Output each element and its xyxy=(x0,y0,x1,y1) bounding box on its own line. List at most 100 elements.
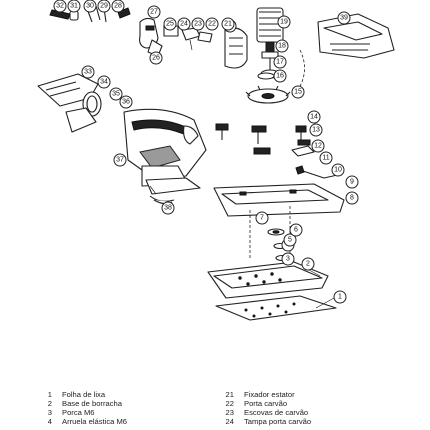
svg-text:36: 36 xyxy=(122,99,130,106)
callout-35: 35 xyxy=(109,87,123,101)
callout-21: 21 xyxy=(221,17,235,31)
svg-text:35: 35 xyxy=(112,91,120,98)
callout-22: 22 xyxy=(205,17,219,31)
legend-text: Porca M6 xyxy=(62,408,95,417)
legend-item: 22 Porta carvão xyxy=(220,399,311,408)
svg-text:21: 21 xyxy=(224,21,232,28)
svg-text:5: 5 xyxy=(288,237,292,244)
legend-item: 4 Arruela elástica M6 xyxy=(38,417,127,426)
callout-6: 6 xyxy=(289,223,303,237)
callout-2: 2 xyxy=(301,257,321,277)
callout-26: 26 xyxy=(149,51,163,65)
svg-text:28: 28 xyxy=(114,3,122,10)
legend-number: 24 xyxy=(225,417,234,426)
motor-housing-top xyxy=(297,13,395,91)
screws-right xyxy=(291,125,315,157)
base-plate xyxy=(213,183,345,266)
svg-text:6: 6 xyxy=(294,227,298,234)
callout-38: 38 xyxy=(161,201,175,215)
svg-text:16: 16 xyxy=(276,73,284,80)
callout-31: 31 xyxy=(67,0,81,13)
svg-text:2: 2 xyxy=(306,261,310,268)
svg-text:34: 34 xyxy=(100,79,108,86)
callout-13: 13 xyxy=(309,123,323,137)
svg-text:9: 9 xyxy=(350,179,354,186)
legend-number: 2 xyxy=(47,399,52,408)
callout-25: 25 xyxy=(163,17,177,31)
svg-text:33: 33 xyxy=(84,69,92,76)
svg-text:24: 24 xyxy=(180,21,188,28)
fan-and-bearings xyxy=(245,72,291,104)
legend-item: 3 Porca M6 xyxy=(38,408,127,417)
legend-item: 2 Base de borracha xyxy=(38,399,127,408)
legend-number: 21 xyxy=(225,390,234,399)
callout-17: 17 xyxy=(273,55,287,69)
svg-text:10: 10 xyxy=(334,167,342,174)
callout-36: 36 xyxy=(119,95,133,109)
svg-text:38: 38 xyxy=(164,205,172,212)
callout-34: 34 xyxy=(97,75,111,89)
callout-5: 5 xyxy=(283,233,297,247)
svg-text:32: 32 xyxy=(56,3,64,10)
callout-8: 8 xyxy=(345,191,359,205)
svg-text:37: 37 xyxy=(116,157,124,164)
callout-1: 1 xyxy=(315,290,347,309)
svg-text:14: 14 xyxy=(310,114,318,121)
legend-text: Base de borracha xyxy=(62,399,122,408)
svg-text:12: 12 xyxy=(314,143,322,150)
housing-lower-shell xyxy=(145,177,201,195)
callout-32: 32 xyxy=(53,0,67,13)
callout-18: 18 xyxy=(275,39,289,53)
svg-text:39: 39 xyxy=(340,15,348,22)
callout-10: 10 xyxy=(331,163,345,177)
svg-text:19: 19 xyxy=(280,19,288,26)
legend-number: 22 xyxy=(225,399,234,408)
svg-text:15: 15 xyxy=(294,89,302,96)
callout-30: 30 xyxy=(83,0,97,13)
legend-number: 3 xyxy=(47,408,52,417)
svg-text:22: 22 xyxy=(208,21,216,28)
svg-text:13: 13 xyxy=(312,127,320,134)
callout-37: 37 xyxy=(113,153,127,167)
legend-number: 4 xyxy=(47,417,52,426)
callout-16: 16 xyxy=(273,69,287,83)
legend-text: Tampa porta carvão xyxy=(244,417,312,426)
switch-assembly xyxy=(139,17,163,57)
svg-text:1: 1 xyxy=(338,294,342,301)
clamp-levers xyxy=(215,123,271,155)
legend-text: Arruela elástica M6 xyxy=(62,417,127,426)
legend-text: Porta carvão xyxy=(244,399,288,408)
legend-item: 24 Tampa porta carvão xyxy=(220,417,312,426)
dust-bag xyxy=(37,73,99,107)
callout-28: 28 xyxy=(111,0,125,13)
svg-text:3: 3 xyxy=(286,256,290,263)
svg-text:23: 23 xyxy=(194,21,202,28)
main-housing xyxy=(123,108,207,187)
dust-bag-frame xyxy=(65,107,97,133)
callout-9: 9 xyxy=(345,175,359,189)
stator xyxy=(224,27,248,69)
exploded-parts-diagram: 1 2 3 4 5 6 7 8 9 10 11 12 13 14 15 16 1… xyxy=(37,0,395,321)
callout-3: 3 xyxy=(281,252,295,266)
callout-29: 29 xyxy=(97,0,111,13)
legend-text: Escovas de carvão xyxy=(244,408,309,417)
svg-text:30: 30 xyxy=(86,3,94,10)
legend-number: 1 xyxy=(47,390,52,399)
svg-text:31: 31 xyxy=(70,3,78,10)
svg-text:8: 8 xyxy=(350,195,354,202)
svg-text:26: 26 xyxy=(152,55,160,62)
callout-24: 24 xyxy=(177,17,191,31)
svg-text:27: 27 xyxy=(150,9,158,16)
callout-19: 19 xyxy=(277,15,291,29)
callout-27: 27 xyxy=(147,5,161,19)
svg-text:17: 17 xyxy=(276,59,284,66)
callout-14: 14 xyxy=(307,110,321,124)
callout-15: 15 xyxy=(291,85,305,99)
callout-33: 33 xyxy=(81,65,95,79)
